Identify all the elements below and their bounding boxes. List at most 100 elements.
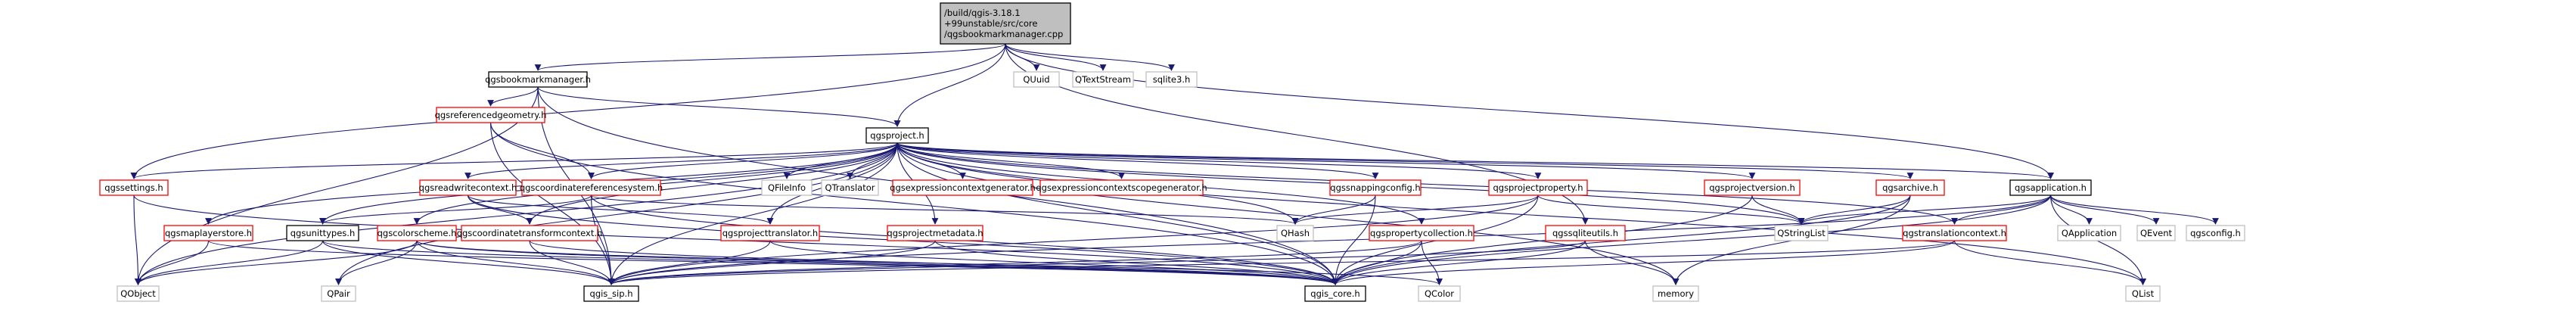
node-qgssettings-h[interactable]: qgssettings.h [99, 179, 169, 196]
edge-qgsproject_h-to-qobject [135, 142, 898, 285]
node-label: memory [1658, 288, 1694, 299]
node-qgsexpressioncontextgenerator-h[interactable]: qgsexpressioncontextgenerator.h [890, 179, 1036, 196]
node-box [1545, 225, 1626, 241]
edge-root-to-qgsbookmarkmanager_h [534, 43, 1006, 71]
node-qgis-core-h[interactable]: qgis_core.h [1304, 285, 1366, 302]
edge-root-to-qgssettings_h [130, 43, 1006, 179]
node-qgsproject-h[interactable]: qgsproject.h [865, 127, 929, 144]
node-box [2186, 225, 2245, 241]
node-box [1369, 225, 1474, 241]
edge-qgspropertycollection_h-to-qgis_core_h [1332, 240, 1422, 285]
node-qgsarchive-h[interactable]: qgsarchive.h [1875, 179, 1945, 196]
node-qgsbookmarkmanager-h[interactable]: qgsbookmarkmanager.h [485, 71, 591, 88]
edge-qgscoordinatereferencesystem_h-to-qhash [590, 195, 1298, 225]
node-box [1418, 285, 1461, 302]
node-label: QColor [1425, 288, 1454, 299]
nodes-layer: /build/qgis-3.18.1+99unstable/src/core/q… [99, 2, 2245, 302]
edge-qgscolorscheme_h-to-qobject [135, 240, 418, 285]
node-label: qgscoordinatetransformcontext.h [457, 228, 603, 238]
node-box [1039, 179, 1204, 196]
edge-qgsprojectmetadata_h-to-qgis_sip_h [607, 240, 936, 285]
node-qgspropertycollection-h[interactable]: qgspropertycollection.h [1369, 225, 1474, 241]
node-qstringlist: QStringList [1774, 225, 1829, 241]
node-box [488, 71, 588, 88]
node-qfileinfo: QFileInfo [761, 179, 813, 196]
node-qgsapplication-h[interactable]: qgsapplication.h [2009, 179, 2092, 196]
node-qgscoordinatereferencesystem-h[interactable]: qgscoordinatereferencesystem.h [520, 179, 663, 196]
node-box [887, 225, 983, 241]
node-box [1304, 285, 1366, 302]
node-qgsprojectversion-h[interactable]: qgsprojectversion.h [1704, 179, 1801, 196]
edge-qgsmaplayerstore_h-to-qobject [135, 240, 210, 285]
edge-qgsproject_h-to-qgsprojectversion_h [896, 142, 1755, 179]
edge-qgsproject_h-to-qpair [335, 142, 898, 285]
node-qgsexpressioncontextscopegenerator-h[interactable]: qgsexpressioncontextscopegenerator.h [1036, 179, 1207, 196]
node-qevent: QEvent [2136, 225, 2176, 241]
node-label: QList [2132, 288, 2155, 299]
edge-qgsproject_h-to-qgsprojectproperty_h [896, 142, 1542, 179]
edge-qgsreferencedgeometry_h-to-qgis_core_h [489, 122, 1339, 285]
edge-qgsapplication_h-to-qstringlist [1798, 195, 2052, 225]
node-box [163, 225, 253, 241]
edge-root-to-qtextstream [1005, 43, 1107, 71]
node-qgsprojecttranslator-h[interactable]: qgsprojecttranslator.h [720, 225, 820, 241]
node-qcolor: QColor [1418, 285, 1461, 302]
edge-qgsprojectmetadata_h-to-qgis_core_h [934, 240, 1339, 285]
node-qgscolorscheme-h[interactable]: qgscolorscheme.h [377, 225, 457, 241]
edge-qgsarchive_h-to-qstringlist [1798, 195, 1911, 225]
node-box [99, 179, 169, 196]
node-qgstranslationcontext-h[interactable]: qgstranslationcontext.h [1902, 225, 2007, 241]
edge-qgsproject_h-to-memory [896, 142, 1680, 285]
node-qgsprojectproperty-h[interactable]: qgsprojectproperty.h [1488, 179, 1588, 196]
node-qgsprojectmetadata-h[interactable]: qgsprojectmetadata.h [887, 225, 983, 241]
node-label: qgsprojectproperty.h [1493, 182, 1583, 193]
edge-qgscolorscheme_h-to-qgis_core_h [416, 240, 1339, 285]
edge-qgssnappingconfig_h-to-qgis_core_h [1332, 195, 1376, 285]
edge-qgsprojecttranslator_h-to-qgis_core_h [769, 240, 1339, 285]
edge-qgsmaplayerstore_h-to-qgis_core_h [207, 240, 1338, 285]
node-qgsreadwritecontext-h[interactable]: qgsreadwritecontext.h [419, 179, 517, 196]
node-qlist: QList [2125, 285, 2161, 302]
edge-qgscoordinatereferencesystem_h-to-qgsunittypes_h [319, 195, 592, 225]
node-label: qgsreferencedgeometry.h [435, 110, 547, 120]
node-box [720, 225, 820, 241]
node-label: /build/qgis-3.18.1 [944, 8, 1021, 18]
node-label: qgstranslationcontext.h [1903, 228, 2006, 238]
edge-qgsapplication_h-to-qgis_sip_h [607, 195, 2052, 285]
edge-qgssettings_h-to-qobject [133, 195, 141, 285]
node-box [521, 179, 661, 196]
node-box [1013, 71, 1060, 88]
edge-qgsproject_h-to-qgsreadwritecontext_h [465, 142, 898, 179]
node-qgsunittypes-h[interactable]: qgsunittypes.h [286, 225, 359, 241]
node-label: qgsprojectversion.h [1709, 182, 1795, 193]
node-qgssnappingconfig-h[interactable]: qgssnappingconfig.h [1329, 179, 1422, 196]
node-qgsmaplayerstore-h[interactable]: qgsmaplayerstore.h [163, 225, 253, 241]
node-box [2125, 285, 2161, 302]
edge-root-to-qgssqliteutils_h [1005, 43, 1589, 225]
node-qgsreferencedgeometry-h[interactable]: qgsreferencedgeometry.h [435, 107, 547, 123]
edge-qgsapplication_h-to-qevent [2049, 195, 2160, 225]
edge-qgsproject_h-to-qlist [896, 142, 2146, 285]
node-box [1276, 225, 1314, 241]
node-root[interactable]: /build/qgis-3.18.1+99unstable/src/core/q… [940, 2, 1071, 45]
node-label: QApplication [2062, 228, 2117, 238]
node-qgscoordinatetransformcontext-h[interactable]: qgscoordinatetransformcontext.h [457, 225, 603, 241]
node-label: qgis_core.h [1310, 288, 1359, 299]
node-label: qgsmaplayerstore.h [165, 228, 252, 238]
node-label: qgsprojecttranslator.h [722, 228, 818, 238]
node-box [377, 225, 457, 241]
edge-qgsproject_h-to-qgscoordinatetransformcontext_h [526, 142, 898, 225]
node-label: /qgsbookmarkmanager.cpp [944, 29, 1063, 39]
edge-qgsproject_h-to-qgis_sip_h [607, 142, 898, 285]
node-label: +99unstable/src/core [944, 18, 1037, 29]
node-qgis-sip-h[interactable]: qgis_sip.h [583, 285, 639, 302]
node-label: qgsarchive.h [1882, 182, 1938, 193]
node-box [865, 127, 929, 144]
edge-qgstranslationcontext_h-to-qgis_core_h [1332, 240, 1956, 285]
edge-qgsbookmarkmanager_h-to-qgsproject_h [537, 86, 901, 127]
node-qgsconfig-h: qgsconfig.h [2186, 225, 2245, 241]
node-box [117, 285, 160, 302]
node-box [821, 179, 879, 196]
node-qgssqliteutils-h[interactable]: qgssqliteutils.h [1545, 225, 1626, 241]
